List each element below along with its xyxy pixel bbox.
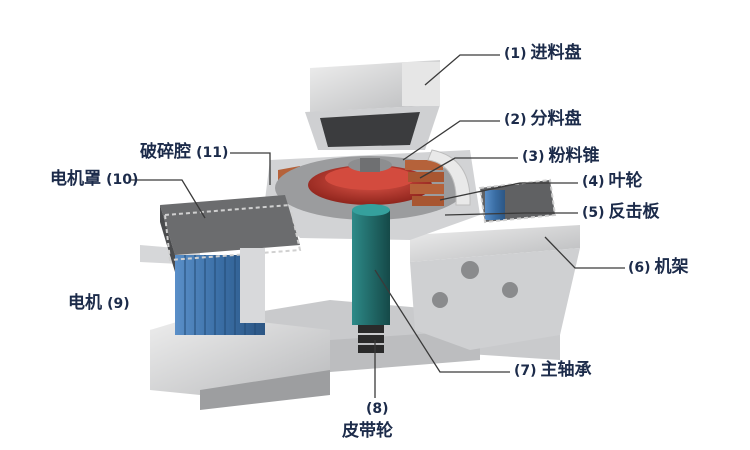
label-text: 破碎腔 [140, 142, 191, 162]
label-text: 主轴承 [540, 360, 592, 380]
label-number: (8) [366, 401, 389, 417]
label-distributor-plate: (2)分料盘 [504, 111, 582, 128]
label-pulley-number: (8) [366, 400, 393, 416]
label-main-bearing: (7)主轴承 [514, 362, 592, 379]
label-impact-plate: (5)反击板 [582, 204, 660, 221]
label-number: (2) [504, 112, 527, 128]
leader-lines [130, 54, 625, 398]
label-text: 反击板 [608, 202, 660, 222]
feed-hopper [305, 60, 440, 150]
label-number: (5) [582, 205, 605, 221]
label-number: (6) [628, 260, 651, 276]
label-text: 机架 [654, 257, 689, 277]
label-number: (11) [196, 145, 229, 161]
label-number: (1) [504, 46, 527, 62]
label-number: (3) [522, 149, 545, 165]
label-feed-plate: (1)进料盘 [504, 45, 582, 62]
impact-plates [405, 149, 471, 206]
label-material-cone: (3)粉料锥 [522, 148, 600, 165]
label-motor-cover: 电机罩 (10) [50, 171, 142, 188]
label-number: (9) [107, 296, 130, 312]
label-text: 皮带轮 [342, 421, 393, 441]
label-crushing-chamber: 破碎腔 (11) [140, 144, 232, 161]
label-text: 分料盘 [530, 109, 582, 129]
label-number: (10) [106, 172, 139, 188]
label-text: 电机 [68, 293, 102, 313]
label-text: 进料盘 [530, 43, 582, 63]
label-number: (7) [514, 363, 537, 379]
left-motor [160, 195, 302, 335]
label-text: 电机罩 [50, 169, 101, 189]
right-motor [478, 178, 557, 224]
label-frame: (6)机架 [628, 259, 689, 276]
label-number: (4) [582, 174, 605, 190]
label-motor: 电机 (9) [68, 295, 134, 312]
label-impeller: (4)叶轮 [582, 173, 643, 190]
label-pulley: 皮带轮 [342, 423, 393, 440]
impeller-rotor [308, 158, 432, 205]
main-shaft [352, 204, 390, 353]
label-text: 粉料锥 [548, 146, 600, 166]
label-text: 叶轮 [608, 171, 643, 191]
